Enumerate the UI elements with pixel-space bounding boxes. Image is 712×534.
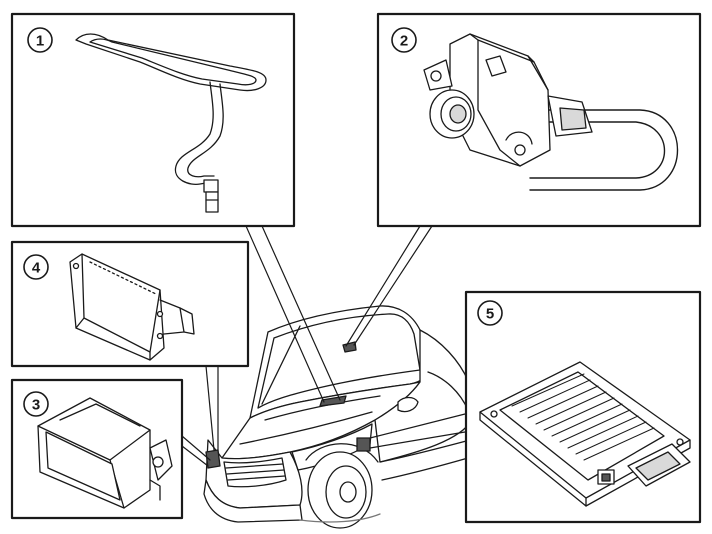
callout-4-label: 4	[32, 260, 41, 277]
panel-3: 3	[10, 378, 184, 520]
radar-marker	[205, 449, 221, 469]
leader-lines	[181, 225, 466, 467]
control-module-drawing	[479, 361, 691, 507]
camera-module-drawing	[423, 33, 679, 191]
callout-4	[23, 254, 49, 280]
callout-2	[391, 27, 417, 53]
callout-1-label: 1	[36, 33, 44, 50]
sensor-module-drawing	[37, 397, 173, 509]
module-marker	[356, 437, 371, 452]
callout-5-label: 5	[486, 306, 494, 323]
rain-sensor-drawing	[75, 33, 267, 213]
radar-sensor-drawing	[69, 253, 195, 361]
panel-1: 1	[10, 12, 296, 228]
panel-4: 4	[10, 240, 250, 368]
callout-2-label: 2	[400, 33, 408, 50]
callout-5	[477, 300, 503, 326]
callout-3	[23, 391, 49, 417]
callout-1	[27, 27, 53, 53]
panel-2: 2	[376, 12, 702, 228]
panel-5: 5	[464, 290, 702, 524]
callout-3-label: 3	[32, 397, 40, 414]
car-illustration	[203, 305, 473, 529]
